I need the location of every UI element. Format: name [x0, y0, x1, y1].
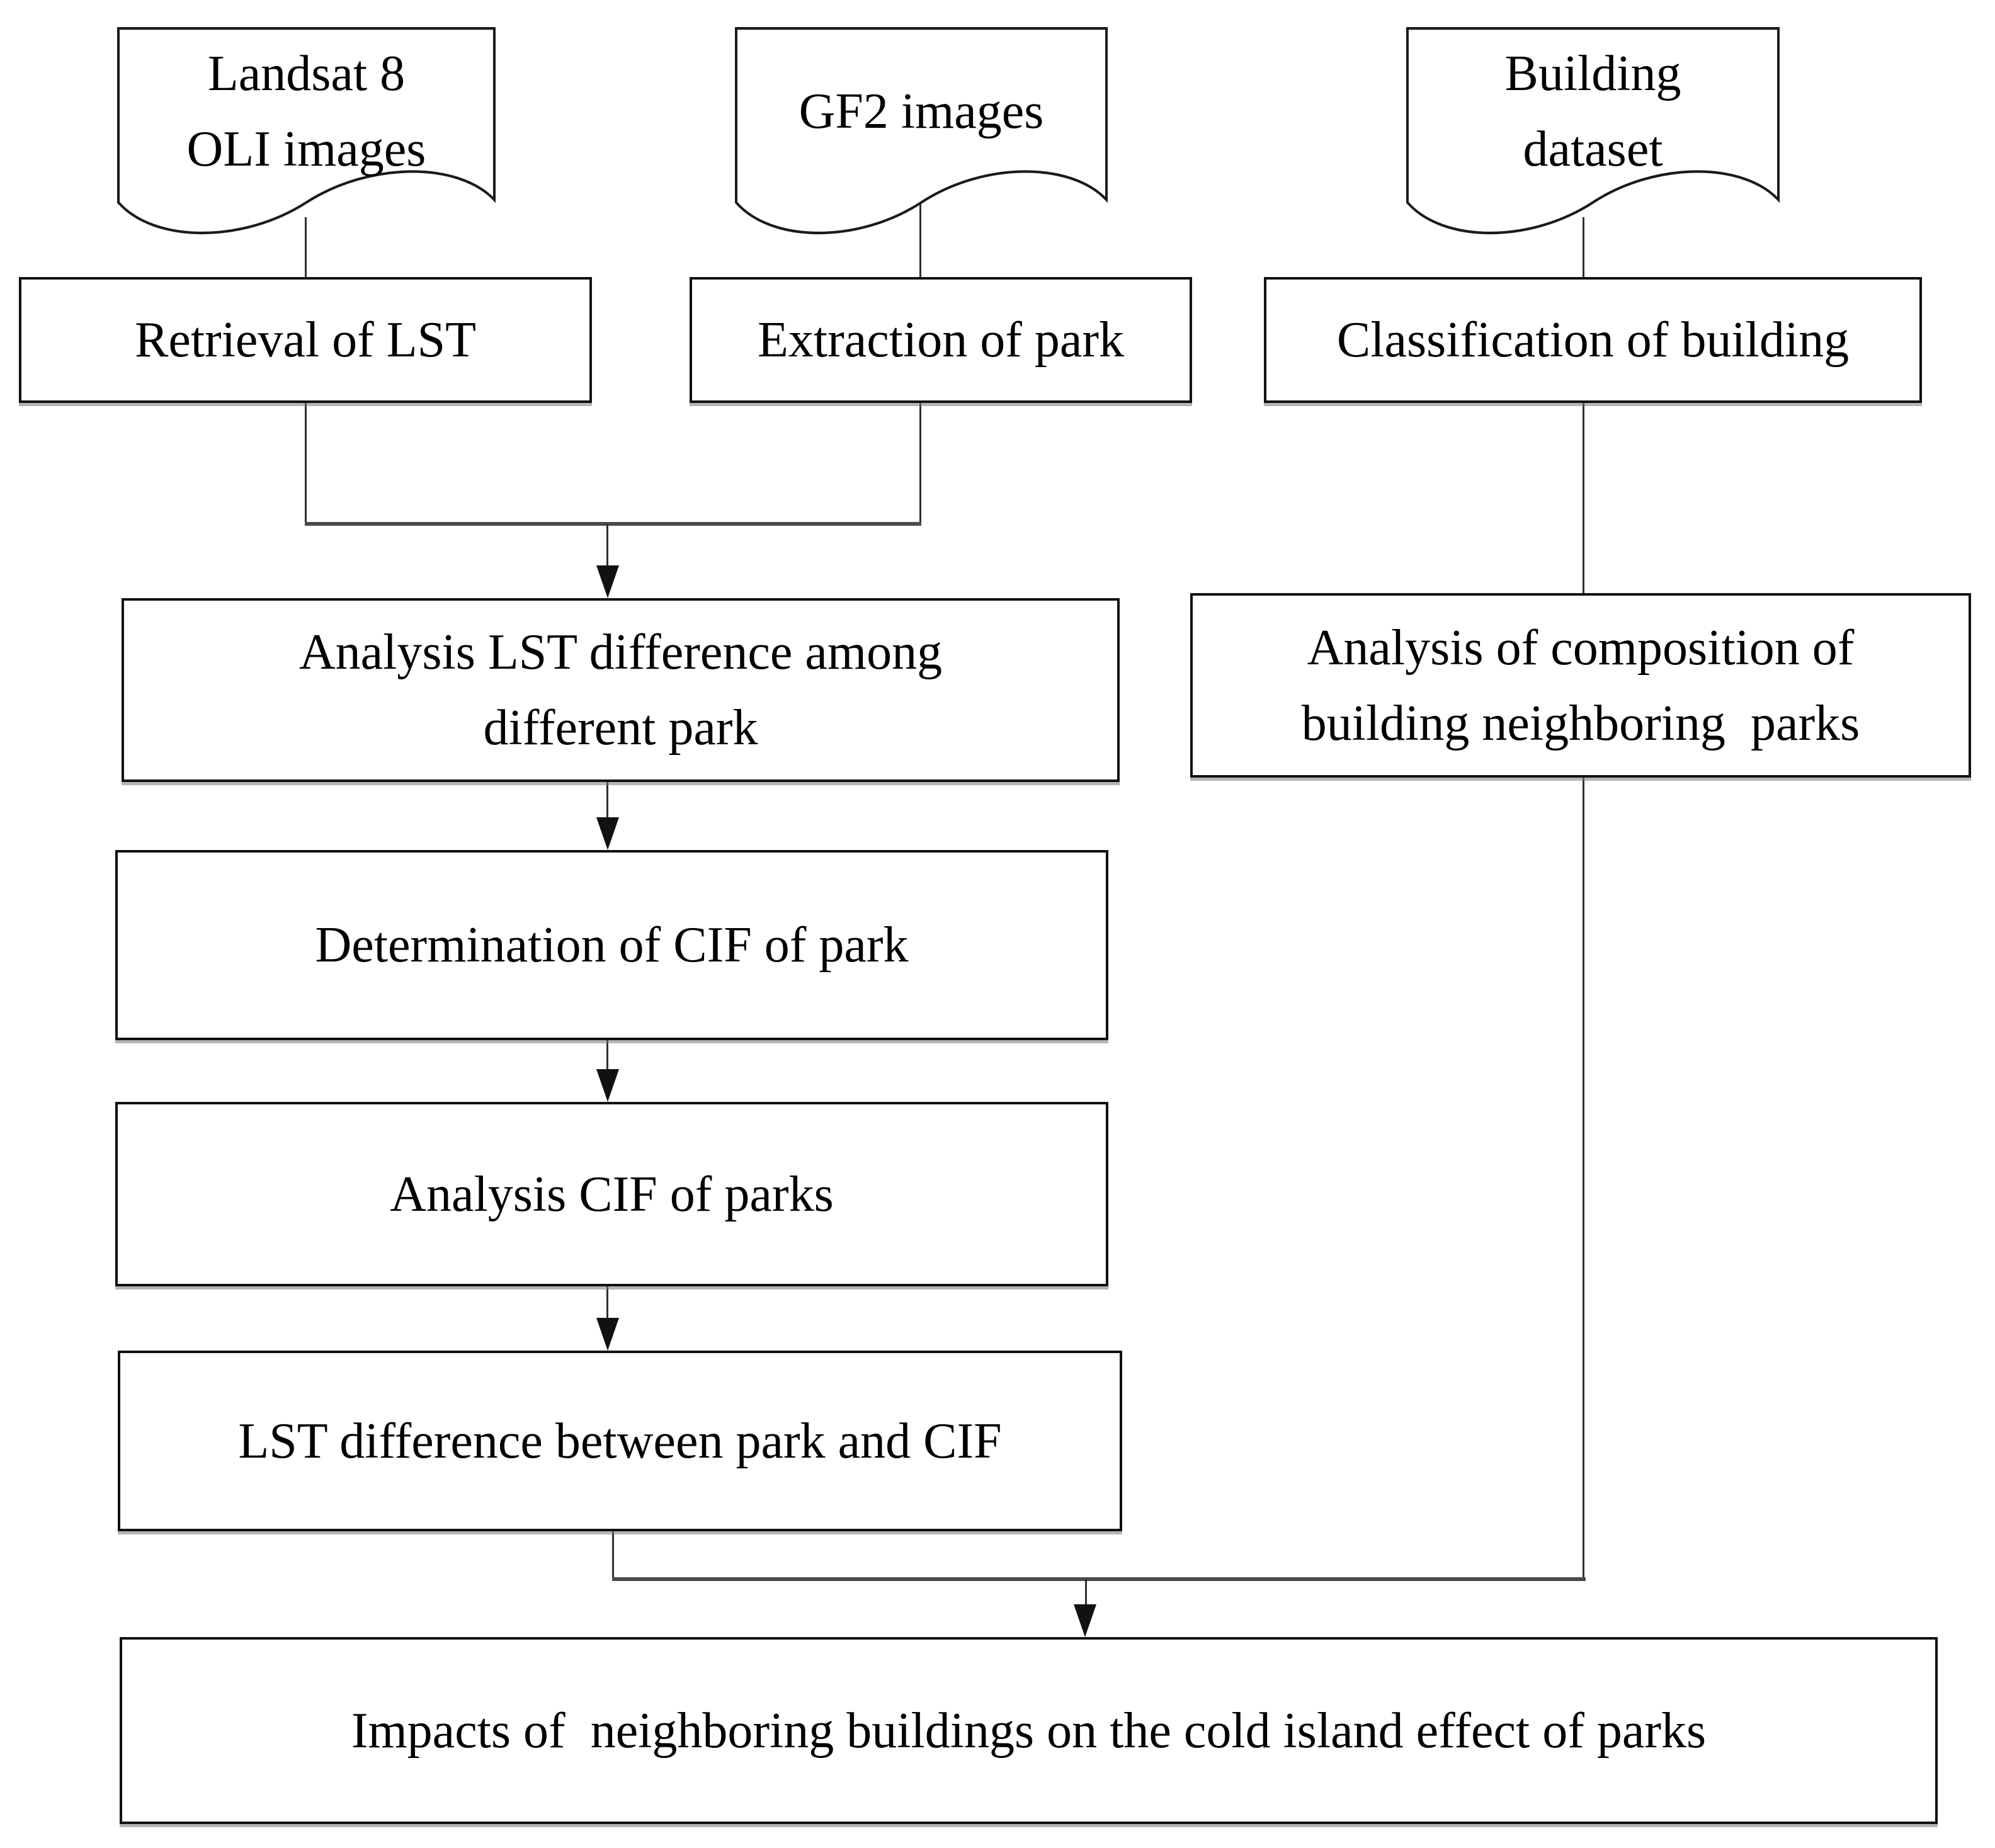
document-label-line: Landsat 8	[207, 46, 406, 102]
process-analysis-lst-difference: Analysis LST difference among different …	[122, 598, 1120, 782]
process-determination-of-cif: Determination of CIF of park	[115, 850, 1108, 1040]
process-classification-of-building: Classification of building	[1264, 277, 1922, 403]
process-analysis-cif-of-parks: Analysis CIF of parks	[115, 1102, 1108, 1286]
document-label-line: GF2 images	[799, 84, 1044, 140]
arrow-shaft-to-analysis-cif	[606, 1040, 608, 1072]
process-label: Classification of building	[1336, 312, 1850, 368]
process-label-line: Analysis of composition of	[1307, 620, 1855, 676]
arrowhead-to-impacts	[1074, 1604, 1096, 1637]
process-label: Extraction of park	[758, 312, 1124, 368]
document-shape-icon	[734, 27, 1108, 234]
document-building-dataset: Building dataset	[1406, 26, 1780, 256]
connector-composition-down	[1583, 778, 1584, 1581]
process-label-line: different park	[483, 700, 758, 756]
merge-bus-bottom	[612, 1577, 1586, 1581]
process-extraction-of-park: Extraction of park	[690, 277, 1192, 403]
arrow-shaft-to-lst-difference	[606, 1286, 608, 1320]
arrowhead-to-determination	[596, 817, 619, 850]
process-label: Determination of CIF of park	[315, 917, 909, 973]
document-label-line: Building	[1504, 46, 1681, 102]
arrow-shaft-to-determination	[606, 782, 608, 820]
connector-classification-to-composition	[1583, 403, 1584, 593]
arrowhead-to-analysis-lst	[596, 565, 619, 598]
document-shape-icon	[1406, 27, 1780, 234]
process-label: Analysis CIF of parks	[390, 1166, 834, 1222]
connector-retrieval-down	[305, 403, 307, 524]
arrow-shaft-to-analysis-lst	[606, 524, 608, 568]
arrow-shaft-to-impacts	[1085, 1579, 1087, 1607]
document-landsat-8-oli-images: Landsat 8 OLI images	[117, 26, 496, 256]
connector-landsat-to-retrieval	[305, 217, 307, 277]
process-impacts-conclusion: Impacts of neighboring buildings on the …	[120, 1637, 1938, 1824]
process-label-line: building neighboring parks	[1301, 695, 1860, 751]
document-gf2-images: GF2 images	[734, 26, 1108, 256]
document-label-line: dataset	[1523, 122, 1663, 178]
process-retrieval-of-lst: Retrieval of LST	[19, 277, 592, 403]
process-label: Impacts of neighboring buildings on the …	[351, 1703, 1707, 1759]
document-label-line: OLI images	[186, 122, 426, 178]
document-shape-icon	[117, 27, 496, 234]
connector-lst-difference-down	[612, 1531, 614, 1581]
connector-gf2-to-extraction	[919, 201, 921, 277]
process-label-line: Analysis LST difference among	[298, 625, 943, 680]
merge-bus-top	[305, 522, 921, 526]
process-label: LST difference between park and CIF	[238, 1413, 1002, 1469]
connector-building-to-classification	[1583, 217, 1584, 277]
connector-extraction-down	[919, 403, 921, 524]
process-lst-difference-park-cif: LST difference between park and CIF	[118, 1351, 1122, 1531]
arrowhead-to-analysis-cif	[596, 1069, 619, 1102]
process-label: Retrieval of LST	[134, 312, 477, 368]
process-analysis-of-composition: Analysis of composition of building neig…	[1190, 593, 1971, 778]
arrowhead-to-lst-difference	[596, 1318, 619, 1351]
